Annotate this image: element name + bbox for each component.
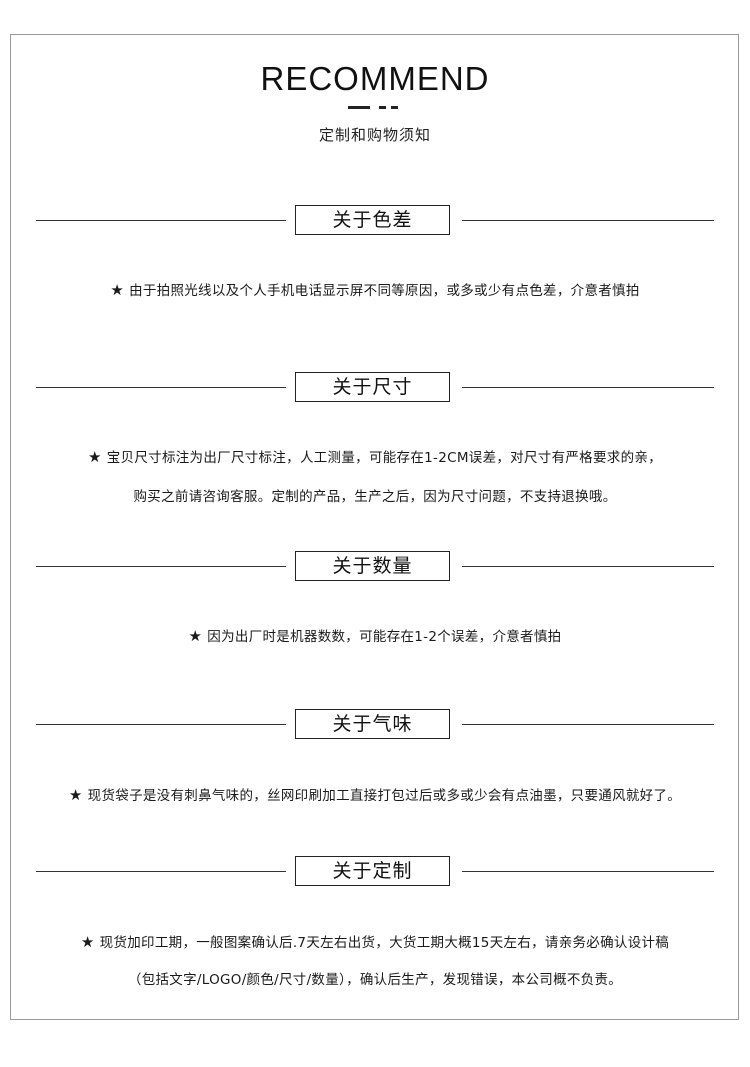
section-text: ★现货加印工期，一般图案确认后.7天左右出货，大货工期大概15天左右，请亲务必确… — [80, 933, 670, 951]
section-heading-customization: 关于定制 — [36, 856, 714, 888]
section-title: 关于气味 — [295, 709, 450, 739]
divider-line — [36, 387, 286, 388]
section-text: （包括文字/LOGO/颜色/尺寸/数量），确认后生产，发现错误，本公司概不负责。 — [127, 972, 623, 988]
section-heading-quantity: 关于数量 — [36, 551, 714, 583]
divider-line — [462, 871, 714, 872]
star-icon: ★ — [80, 933, 95, 951]
divider-line — [462, 387, 714, 388]
star-icon: ★ — [188, 627, 203, 645]
section-title: 关于尺寸 — [295, 372, 450, 402]
page-subtitle: 定制和购物须知 — [318, 126, 431, 144]
section-title: 关于定制 — [295, 856, 450, 886]
divider-line — [36, 724, 286, 725]
star-icon: ★ — [68, 786, 83, 804]
section-heading-size: 关于尺寸 — [36, 372, 714, 404]
divider-line — [462, 724, 714, 725]
section-title: 关于色差 — [295, 205, 450, 235]
section-text: 购买之前请咨询客服。定制的产品，生产之后，因为尺寸问题，不支持退换哦。 — [133, 489, 617, 505]
star-icon: ★ — [110, 281, 125, 299]
section-text: ★现货袋子是没有刺鼻气味的，丝网印刷加工直接打包过后或多或少会有点油墨，只要通风… — [68, 786, 682, 804]
divider-line — [462, 220, 714, 221]
section-text: ★宝贝尺寸标注为出厂尺寸标注，人工测量，可能存在1-2CM误差，对尺寸有严格要求… — [88, 448, 662, 466]
divider-line — [36, 871, 286, 872]
page-frame — [10, 34, 739, 1020]
page-title: RECOMMEND — [260, 60, 490, 97]
divider-line — [36, 220, 286, 221]
section-text: ★由于拍照光线以及个人手机电话显示屏不同等原因，或多或少有点色差，介意者慎拍 — [110, 281, 640, 299]
star-icon: ★ — [88, 448, 102, 466]
divider-line — [36, 566, 286, 567]
section-title: 关于数量 — [295, 551, 450, 581]
section-heading-smell: 关于气味 — [36, 709, 714, 741]
section-heading-color-difference: 关于色差 — [36, 205, 714, 237]
divider-line — [462, 566, 714, 567]
section-text: ★因为出厂时是机器数数，可能存在1-2个误差，介意者慎拍 — [188, 627, 562, 645]
title-decoration — [0, 106, 750, 110]
